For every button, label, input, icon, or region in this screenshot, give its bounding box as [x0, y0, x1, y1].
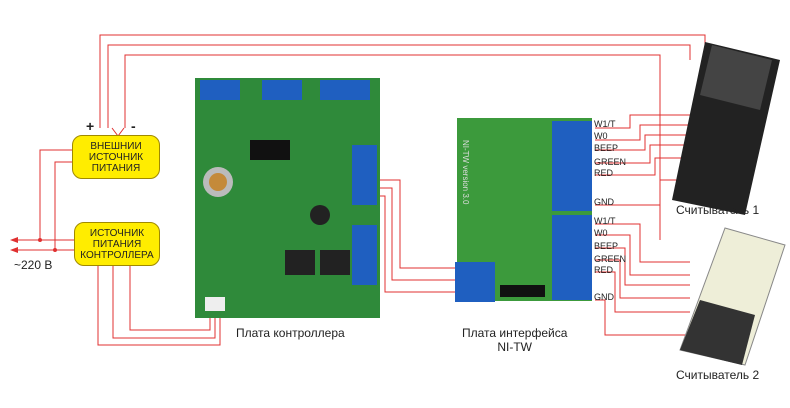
wires	[15, 34, 706, 346]
r2-pin-green: GREEN	[594, 254, 627, 264]
minus-sign: -	[131, 118, 136, 134]
r1-pin-green: GREEN	[594, 157, 627, 167]
r2-pin-beep: BEEP	[594, 241, 619, 251]
reader-1-label: Считыватель 1	[676, 203, 760, 217]
r2-pin-w1t: W1/T	[594, 216, 616, 226]
r1-pin-red: RED	[594, 168, 614, 178]
r2-pin-gnd: GND	[594, 292, 614, 302]
r1-pin-beep: BEEP	[594, 143, 619, 153]
reader-1-image	[672, 42, 780, 215]
r1-pin-w0: W0	[594, 131, 608, 141]
reader-2-label: Считыватель 2	[676, 368, 760, 382]
external-power-supply: ВНЕШНИИ ИСТОЧНИК ПИТАНИЯ	[72, 135, 160, 179]
interface-board-label: Плата интерфейса NI-TW	[462, 326, 568, 354]
interface-silkscreen: NI-TW version 3.0	[461, 140, 470, 205]
mains-label: ~220 В	[14, 258, 53, 272]
r2-pin-red: RED	[594, 265, 614, 275]
r1-pin-w1t: W1/T	[594, 119, 616, 129]
controller-board-label: Плата контроллера	[236, 326, 345, 340]
controller-power-supply: ИСТОЧНИК ПИТАНИЯ КОНТРОЛЛЕРА	[74, 222, 160, 266]
controller-board-image	[195, 78, 380, 318]
r1-pin-gnd: GND	[594, 197, 614, 207]
mains-arrows	[10, 237, 57, 253]
reader-2-image	[679, 227, 786, 366]
interface-board-image	[455, 118, 592, 302]
plus-sign: +	[86, 118, 95, 134]
r2-pin-w0: W0	[594, 228, 608, 238]
